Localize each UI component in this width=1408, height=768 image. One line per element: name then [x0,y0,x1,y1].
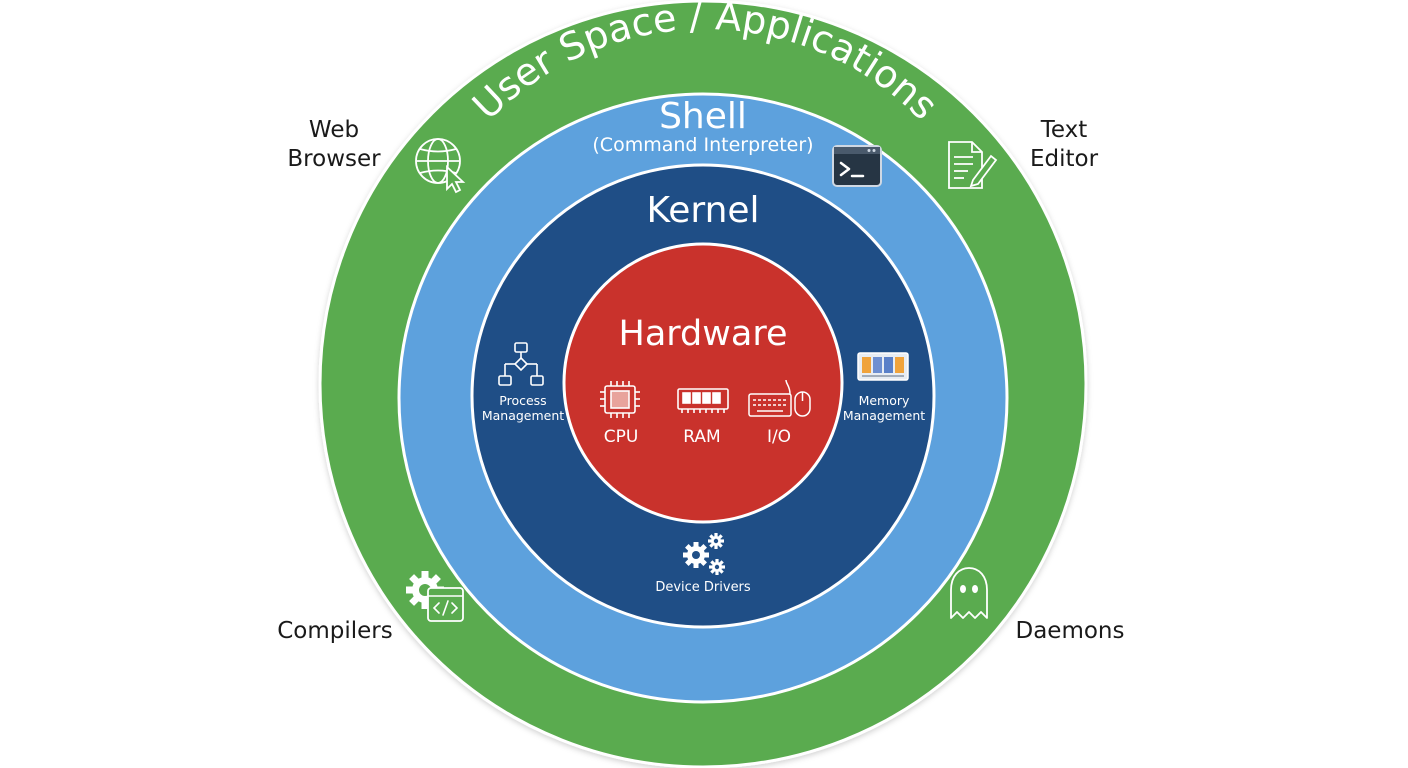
web-browser-label: Web Browser [274,116,394,174]
memory-management-label-2: Management [843,408,925,423]
shell-subtitle: (Command Interpreter) [592,134,813,156]
hardware-title: Hardware [619,314,788,354]
kernel-title: Kernel [646,190,759,231]
document-pencil-icon [948,141,998,189]
compilers-label: Compilers [265,617,405,646]
io-label: I/O [767,427,791,447]
keyboard-mouse-icon [748,379,811,417]
text-editor-label-line2: Editor [1029,146,1099,172]
compilers-label-text: Compilers [277,618,393,644]
ram-module-icon [677,388,729,413]
memory-blocks-icon [857,352,909,381]
hardware-core [562,242,844,524]
text-editor-label: Text Editor [1004,116,1124,174]
ram-label: RAM [683,427,720,447]
terminal-icon [832,145,882,187]
flowchart-icon [498,342,544,386]
ghost-icon [950,567,988,619]
daemons-label: Daemons [1000,617,1140,646]
cpu-label: CPU [604,427,639,447]
daemons-label-text: Daemons [1015,618,1125,644]
gears-icon [683,533,725,575]
process-management-label-1: Process [499,393,546,408]
globe-cursor-icon [415,138,466,194]
device-drivers-label: Device Drivers [655,580,751,595]
gear-code-icon [406,571,464,622]
memory-management-label-1: Memory [859,393,910,408]
process-management-label-2: Management [482,408,564,423]
cpu-chip-icon [600,381,640,418]
text-editor-label-line1: Text [1040,117,1088,143]
shell-title: Shell [659,96,747,137]
web-browser-label-line2: Browser [287,146,381,172]
web-browser-label-line1: Web [308,117,360,143]
